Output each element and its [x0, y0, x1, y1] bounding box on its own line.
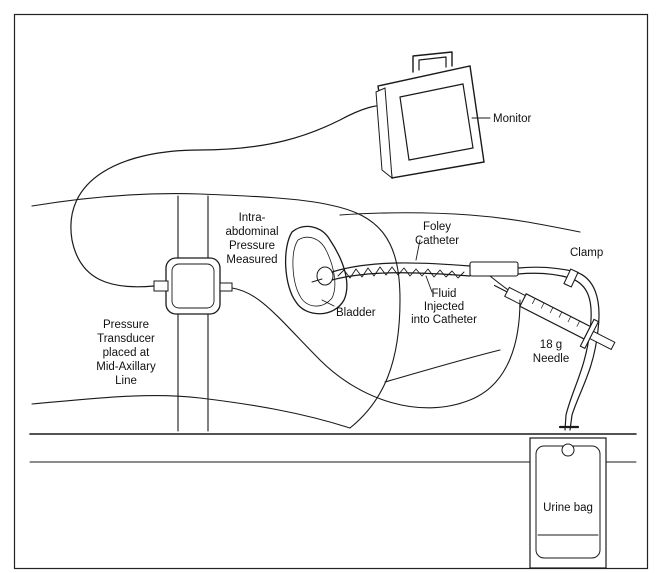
label-transducer-5: Line: [115, 375, 137, 387]
clamp: [564, 269, 578, 287]
foley-catheter-top: [332, 263, 470, 272]
catheter-connector: [470, 262, 518, 276]
label-intra-abdominal-4: Measured: [226, 254, 277, 266]
label-fluid-3: into Catheter: [411, 314, 477, 326]
label-transducer-3: placed at: [103, 347, 150, 359]
label-clamp: Clamp: [570, 247, 603, 259]
patient-back-outline: [32, 396, 350, 428]
label-fluid-2: Injected: [424, 301, 464, 313]
syringe-barrel: [520, 294, 591, 339]
needle-hub: [505, 287, 526, 304]
label-intra-abdominal-2: abdominal: [225, 226, 278, 238]
monitor-screen: [400, 84, 473, 160]
urine-bag: [530, 427, 606, 568]
label-foley-1: Foley: [423, 221, 451, 233]
transducer-port-right: [220, 283, 232, 291]
transducer-port-left: [154, 281, 168, 291]
label-transducer-1: Pressure: [103, 319, 149, 331]
needle: [495, 286, 507, 292]
label-urine-bag: Urine bag: [543, 502, 593, 514]
patient-leg-lower: [385, 350, 500, 382]
label-intra-abdominal-3: Pressure: [229, 240, 275, 252]
transducer-catheter-line: [232, 288, 520, 408]
label-foley-2: Catheter: [415, 235, 459, 247]
label-transducer-4: Mid-Axillary: [96, 361, 156, 373]
monitor: [376, 52, 490, 178]
bag-port: [562, 444, 574, 456]
syringe-plunger: [590, 331, 615, 349]
label-needle-1: 18 g: [540, 339, 562, 351]
label-fluid-1: Fluid: [432, 288, 457, 300]
label-bladder: Bladder: [336, 307, 376, 319]
label-monitor: Monitor: [493, 113, 532, 125]
label-transducer-2: Transducer: [97, 333, 155, 345]
catheter-balloon: [317, 267, 333, 285]
label-intra-abdominal-1: Intra-: [239, 212, 266, 224]
label-needle-2: Needle: [533, 353, 569, 365]
patient-thigh-outline: [340, 213, 580, 232]
monitor-handle-inner: [419, 57, 446, 70]
